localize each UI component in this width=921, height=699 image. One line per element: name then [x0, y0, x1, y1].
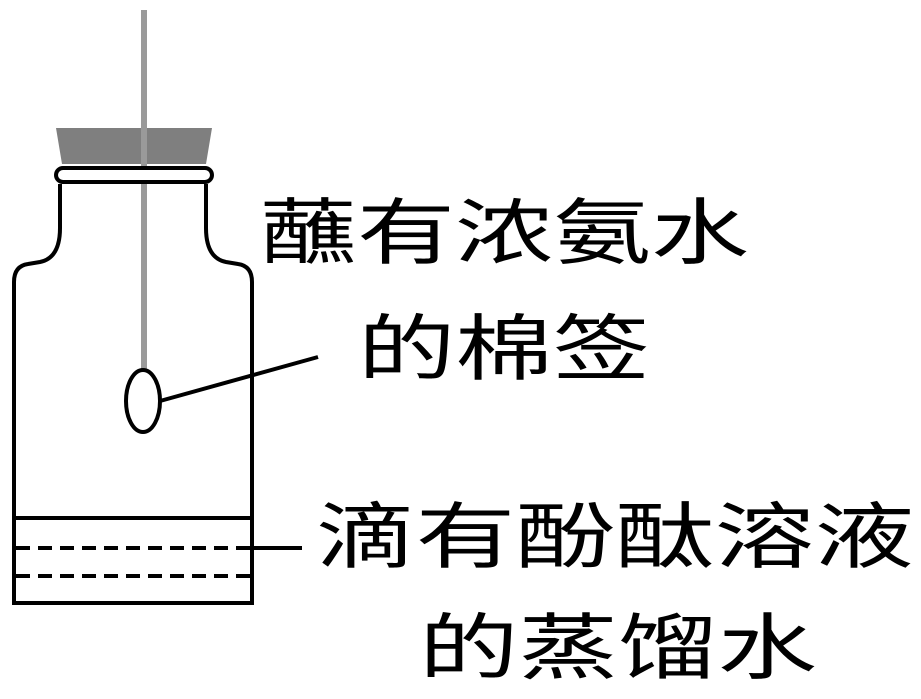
- bottle-body: [12, 184, 254, 605]
- rubber-stopper: [56, 128, 212, 164]
- liquid-label-line1: 滴有酚酞溶液: [316, 495, 914, 579]
- cotton-swab-tip: [124, 368, 162, 434]
- bottle-rim: [54, 166, 214, 184]
- swab-label-line1: 蘸有浓氨水: [259, 191, 749, 275]
- swab-label-line2: 的棉签: [358, 307, 650, 391]
- swab-leader-line: [159, 355, 319, 403]
- liquid-label-line2: 的蒸馏水: [419, 606, 817, 690]
